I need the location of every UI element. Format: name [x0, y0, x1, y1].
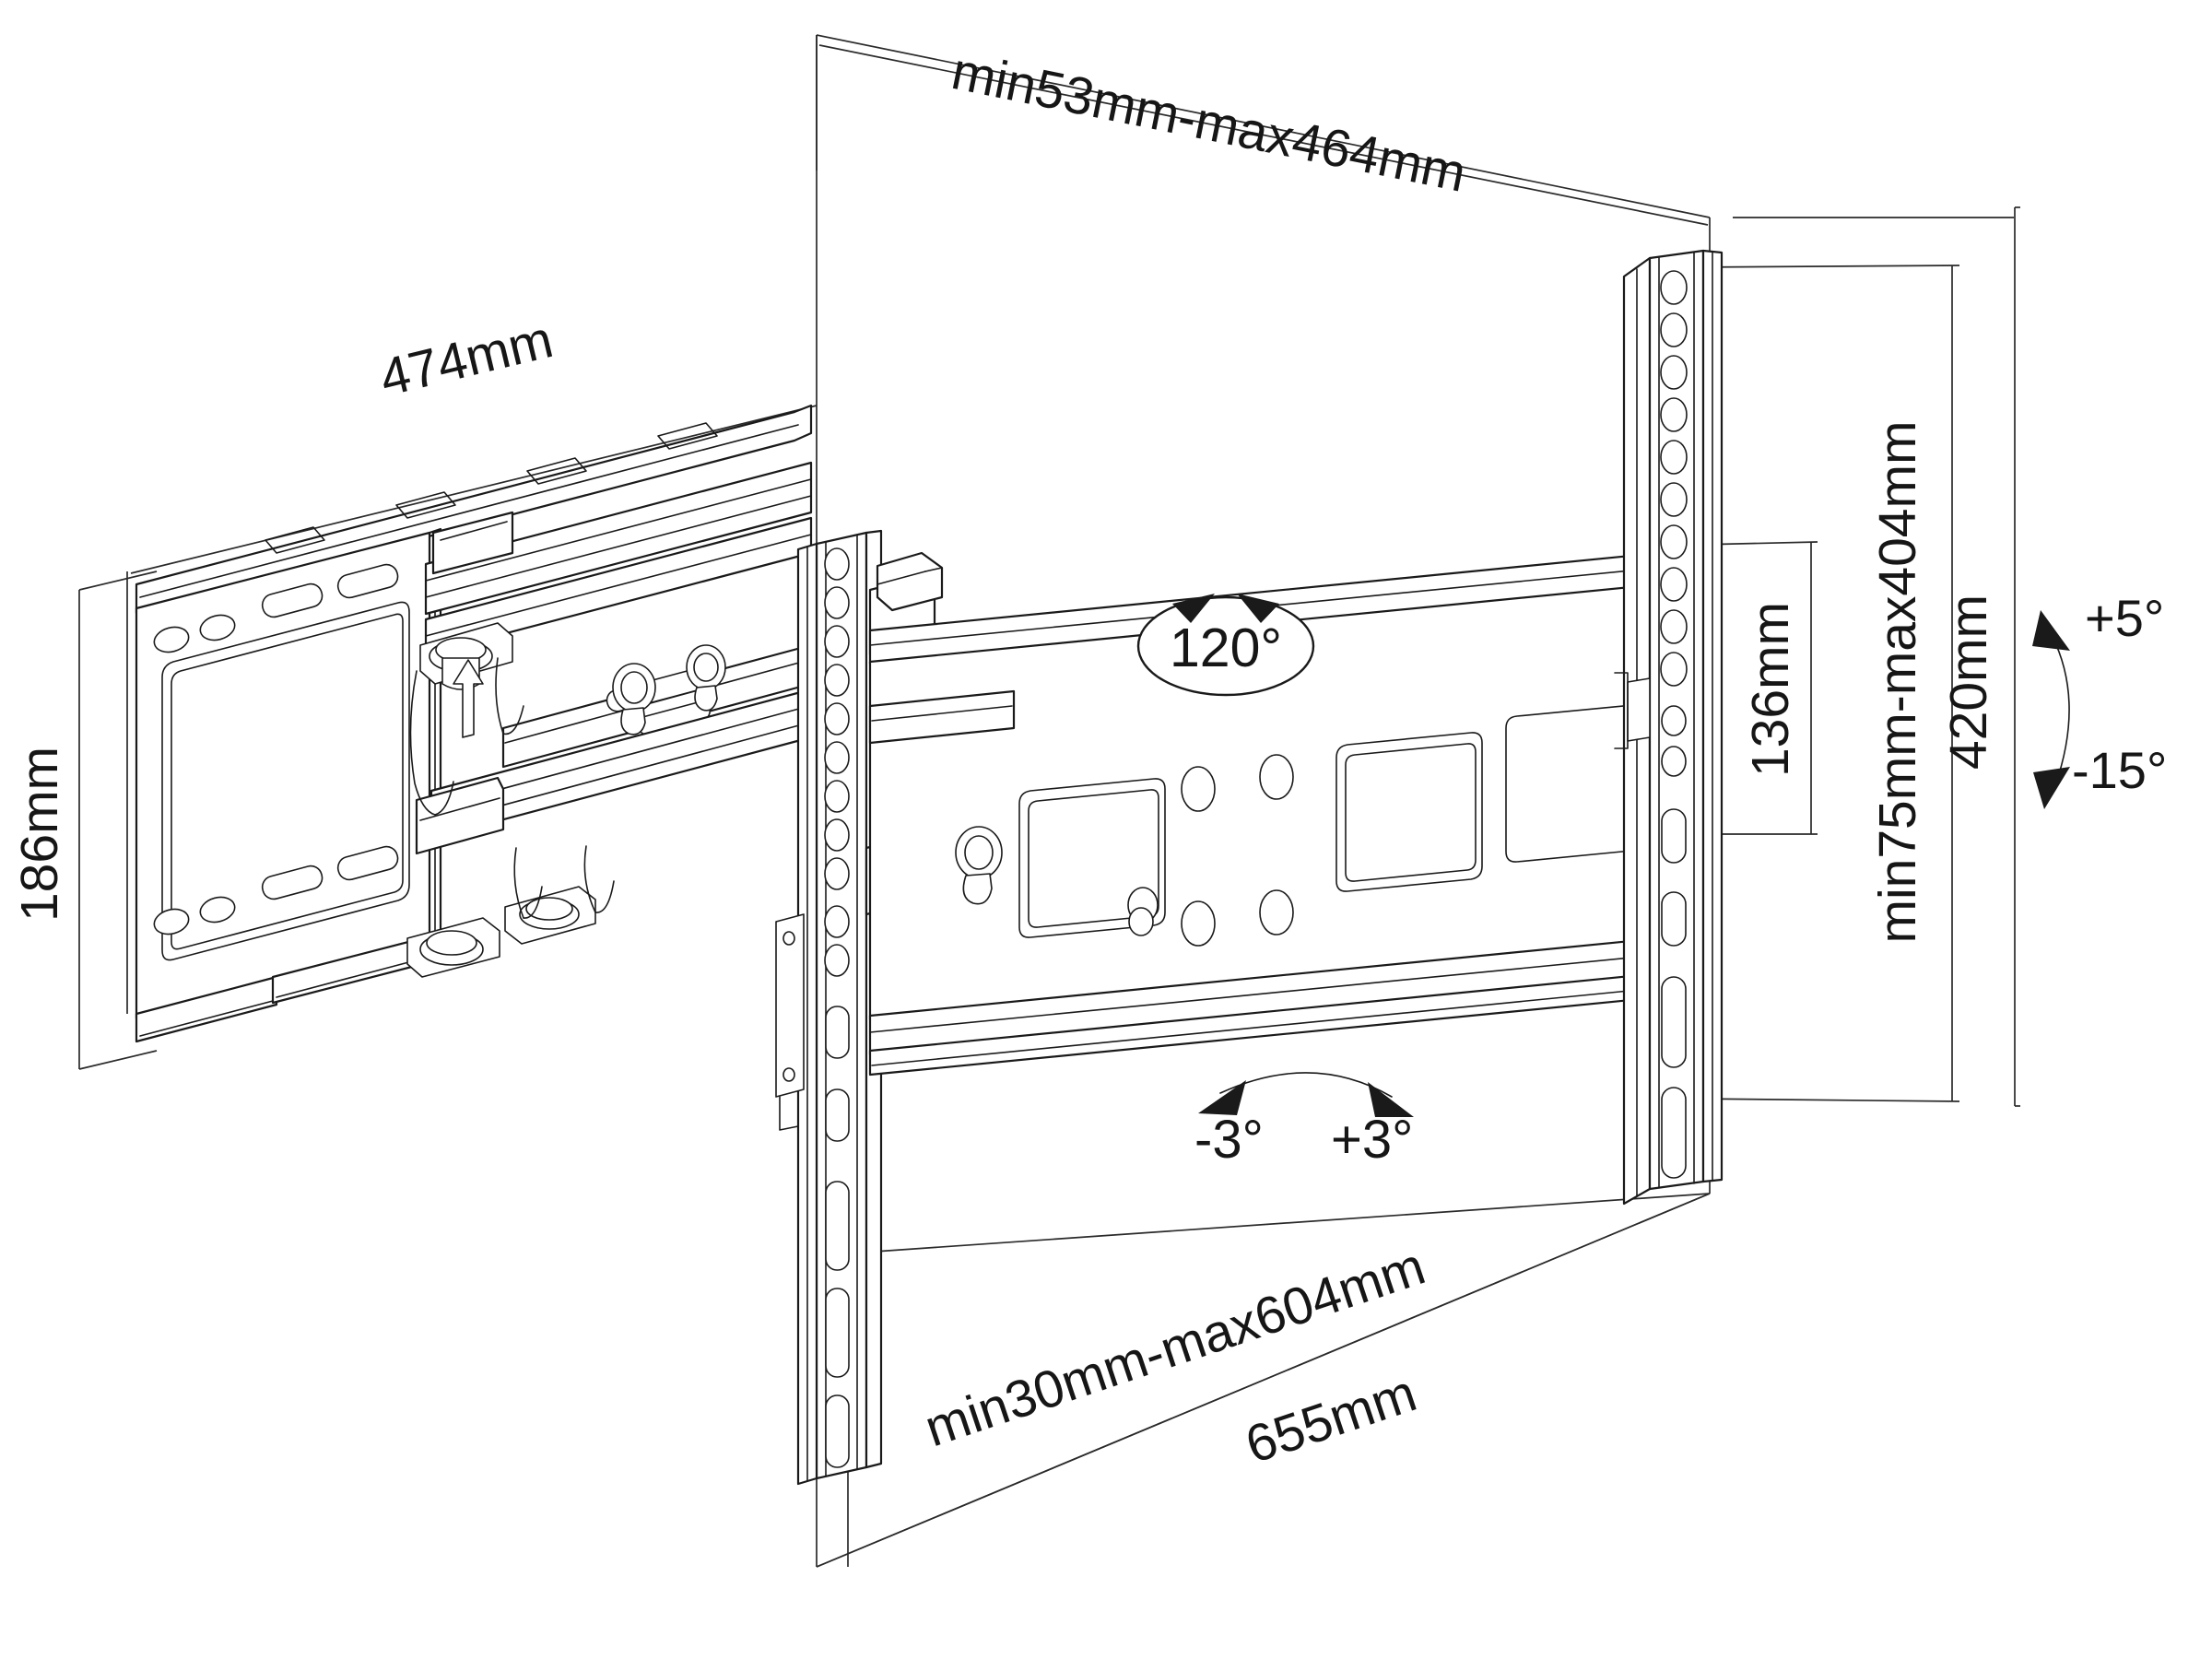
tv-mounting-rail [1614, 249, 1724, 1206]
cable-clip-1 [612, 663, 656, 735]
tv-rail-beam-joint [1627, 677, 1651, 742]
dim-bracket-height-label: 420mm [1939, 594, 1998, 770]
swivel-angle-label: 120° [1170, 618, 1282, 678]
dim-vesa-vertical [1688, 265, 1960, 1102]
tilt-down-label: -15° [2072, 741, 2167, 799]
tilt-up-label: +5° [2085, 589, 2164, 647]
dim-plate-height-label: 186mm [10, 747, 69, 922]
dim-rail-spacing-label: 136mm [1741, 602, 1800, 777]
center-pivot-post [775, 529, 883, 1486]
cable-loops [409, 657, 615, 919]
up-arrow-icon [453, 659, 484, 738]
dim-vesa-vertical-label: min75mm-max404mm [1868, 421, 1927, 944]
wall-plate-bottom-flange [135, 975, 278, 1043]
beam-holes [1181, 754, 1294, 947]
dim-arm-length [126, 405, 818, 1014]
wall-plate-window [161, 601, 410, 961]
arm-pivot-block [415, 776, 505, 855]
beam-knob [1127, 887, 1159, 936]
wall-plate-assembly [135, 404, 813, 1043]
center-post-latch [775, 913, 805, 1098]
tv-rail-holes [1660, 270, 1688, 1179]
roll-right-label: +3° [1331, 1110, 1413, 1170]
beam-windows [1018, 703, 1643, 938]
roll-arc-icon [1198, 1072, 1414, 1117]
dim-top-depth [816, 35, 2014, 226]
dim-bracket-width [816, 1193, 1711, 1568]
wall-plate-slots-top [153, 563, 399, 653]
dim-plate-height [78, 571, 158, 1070]
tilt-arc-icon [2032, 610, 2070, 809]
articulating-arm-assembly [406, 461, 813, 978]
roll-left-label: -3° [1194, 1110, 1264, 1170]
wall-plate-slots-bottom [153, 845, 399, 935]
swivel-arc-icon [1136, 594, 1315, 697]
center-post-holes [824, 547, 850, 1468]
pivot-hardware-mid [504, 886, 596, 945]
arm-brace-upper [431, 511, 514, 575]
pivot-hardware-bottom [406, 917, 500, 978]
beam-cable-clip [955, 826, 1003, 905]
cable-clip-2 [686, 644, 726, 712]
dim-bracket-height [2014, 206, 2020, 1107]
